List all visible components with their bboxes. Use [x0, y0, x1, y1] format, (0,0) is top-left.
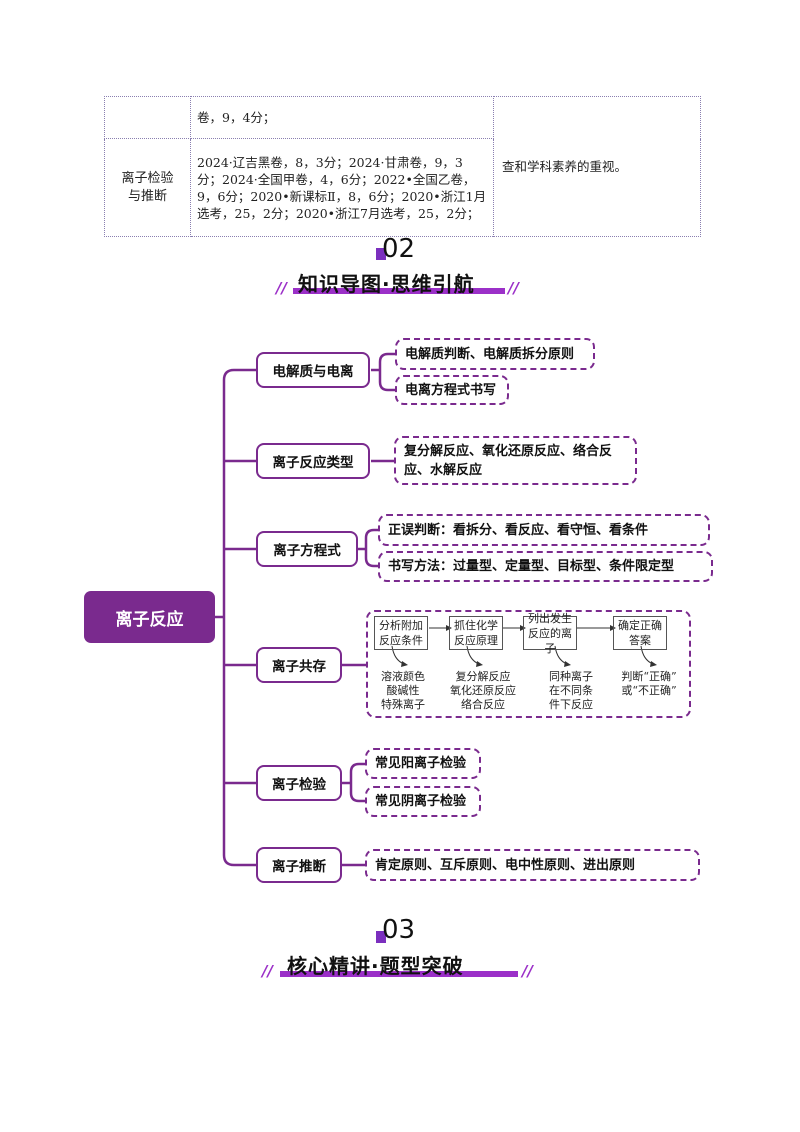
- flow-step: 确定正确答案: [613, 616, 667, 650]
- flow-arrowhead: [401, 661, 408, 667]
- section-underline: [280, 971, 518, 977]
- leaf-bracket: [358, 528, 378, 568]
- section-number: 03: [376, 915, 416, 945]
- section-marker: [376, 931, 386, 943]
- section-number: 02: [376, 234, 416, 264]
- slash-decoration: //: [508, 279, 519, 297]
- section-number-text: 03: [382, 915, 416, 945]
- flow-arrowhead: [650, 661, 657, 667]
- flow-note: 同种离子 在不同条 件下反应: [549, 670, 593, 711]
- leaf-ionization-equation: 电离方程式书写: [395, 375, 509, 405]
- section-title: 知识导图·思维引航: [298, 272, 475, 296]
- table-row: 离子检验与推断 2024·辽吉黑卷，8，3分；2024·甘肃卷，9，3分；202…: [104, 138, 701, 237]
- flow-arrowhead: [564, 661, 571, 667]
- branch-node-ion-test: 离子检验: [256, 765, 342, 801]
- branch-node-ionic-equation: 离子方程式: [256, 531, 358, 567]
- table-cell-text: 查和学科素养的重视。: [502, 159, 628, 174]
- leaf-inference-principles: 肯定原则、互斥原则、电中性原则、进出原则: [365, 849, 700, 881]
- coexistence-flow: [366, 610, 691, 718]
- table-cell: 查和学科素养的重视。: [493, 96, 701, 237]
- branch-node-ion-inference: 离子推断: [256, 847, 342, 883]
- leaf-writing-method: 书写方法：过量型、定量型、目标型、条件限定型: [378, 551, 713, 582]
- slash-decoration: //: [262, 962, 273, 980]
- slash-decoration: //: [276, 279, 287, 297]
- mindmap-root: 离子反应: [84, 591, 215, 643]
- section-marker: [376, 248, 386, 260]
- table-cell: 离子检验与推断: [104, 138, 191, 237]
- branch-node-electrolyte: 电解质与电离: [256, 352, 370, 388]
- table-cell-text: 离子检验与推断: [121, 170, 174, 204]
- leaf-anion-test: 常见阴离子检验: [365, 786, 481, 817]
- flow-note: 复分解反应 氧化还原反应 络合反应: [450, 670, 516, 711]
- branch-node-reaction-types: 离子反应类型: [256, 443, 370, 479]
- flow-step: 列出发生反应的离子: [523, 612, 577, 655]
- table-cell: 2024·辽吉黑卷，8，3分；2024·甘肃卷，9，3分；2024·全国甲卷，4…: [190, 138, 494, 237]
- flow-note: 判断“正确” 或“不正确”: [621, 670, 677, 697]
- exam-table: 卷，9，4分； 查和学科素养的重视。 离子检验与推断 2024·辽吉黑卷，8，3…: [104, 96, 701, 237]
- section-number-text: 02: [382, 234, 416, 264]
- slash-decoration: //: [522, 962, 533, 980]
- branch-node-coexistence: 离子共存: [256, 647, 342, 683]
- leaf-cation-test: 常见阳离子检验: [365, 748, 481, 779]
- leaf-judgment-method: 正误判断：看拆分、看反应、看守恒、看条件: [378, 514, 710, 546]
- leaf-bracket: [371, 352, 395, 392]
- leaf-electrolyte-judgment: 电解质判断、电解质拆分原则: [395, 338, 595, 370]
- flow-step: 分析附加反应条件: [374, 616, 428, 650]
- flow-arrowhead: [476, 661, 483, 667]
- section-title: 核心精讲·题型突破: [287, 954, 464, 978]
- trunk-line: [215, 368, 256, 867]
- section-underline: [293, 288, 505, 294]
- flow-step: 抓住化学反应原理: [449, 616, 503, 650]
- leaf-bracket: [342, 762, 365, 803]
- leaf-reaction-types: 复分解反应、氧化还原反应、络合反应、水解反应: [394, 436, 637, 485]
- flow-note: 溶液颜色 酸碱性 特殊离子: [381, 670, 425, 711]
